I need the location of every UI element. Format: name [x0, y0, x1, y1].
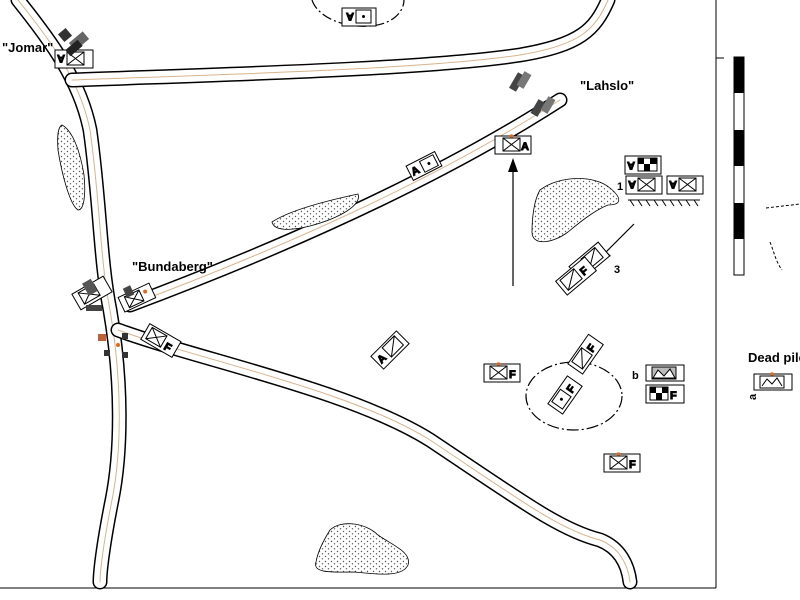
unit-counter-top: A — [341, 7, 377, 27]
unit-counter-oval-north: F — [567, 333, 604, 375]
terrain-woods — [57, 124, 620, 575]
callout-a: a — [747, 393, 759, 400]
north-arrow-head — [508, 158, 518, 172]
callout-3: 3 — [614, 264, 620, 276]
bundaberg-stack-south: F — [140, 323, 182, 358]
unit-counter-east-top: A — [624, 155, 662, 175]
woods-south — [315, 523, 409, 575]
unit-counter-b-top — [645, 364, 685, 382]
woods-center — [271, 193, 359, 230]
bundaberg-stack-west — [71, 275, 113, 311]
unit-counter-center: A — [370, 330, 410, 370]
counter-code: A — [521, 141, 529, 153]
side-fragments — [765, 203, 800, 271]
unit-counter-east-2: A — [666, 175, 704, 195]
lahslo-buildings — [509, 71, 556, 117]
road-markers — [86, 305, 128, 358]
hatched-edge — [628, 199, 700, 207]
counter-code: F — [670, 390, 677, 402]
callout-b: b — [632, 370, 639, 382]
dead-pile-counter — [753, 372, 793, 391]
unit-counters: A A A — [54, 7, 704, 473]
unit-counter-3b: F — [554, 256, 598, 296]
town-label-lahslo: "Lahslo" — [580, 78, 634, 93]
counter-code: F — [509, 369, 516, 381]
unit-counter-arrow-target: A — [494, 134, 532, 155]
callout-1: 1 — [617, 181, 623, 193]
counter-code: A — [628, 178, 636, 190]
unit-counter-south-east: F — [603, 452, 641, 473]
woods-east — [531, 178, 620, 243]
unit-counter-b-bottom: F — [645, 384, 685, 404]
unit-counter-road: A — [405, 150, 443, 182]
counter-code: A — [627, 159, 635, 171]
counter-code: A — [669, 178, 677, 190]
jomar-counter-stack: A — [54, 27, 94, 69]
unit-counter-oval-west: F — [483, 362, 521, 383]
unit-counter-oval-center: F — [547, 375, 583, 415]
bundaberg-stack-east — [117, 282, 157, 313]
oval-hill — [525, 361, 623, 431]
unit-counter-east-1: A — [625, 175, 663, 195]
woods-left — [57, 124, 86, 211]
town-label-jomar: "Jomar" — [2, 40, 53, 55]
counter-code: A — [346, 10, 354, 22]
town-label-bundaberg: "Bundaberg" — [132, 259, 213, 274]
sw-arrow-line — [603, 223, 635, 255]
dead-pile-label: Dead pile — [748, 350, 800, 365]
counter-code: A — [57, 52, 65, 64]
counter-code: F — [629, 459, 636, 471]
scale-bar — [733, 56, 745, 276]
